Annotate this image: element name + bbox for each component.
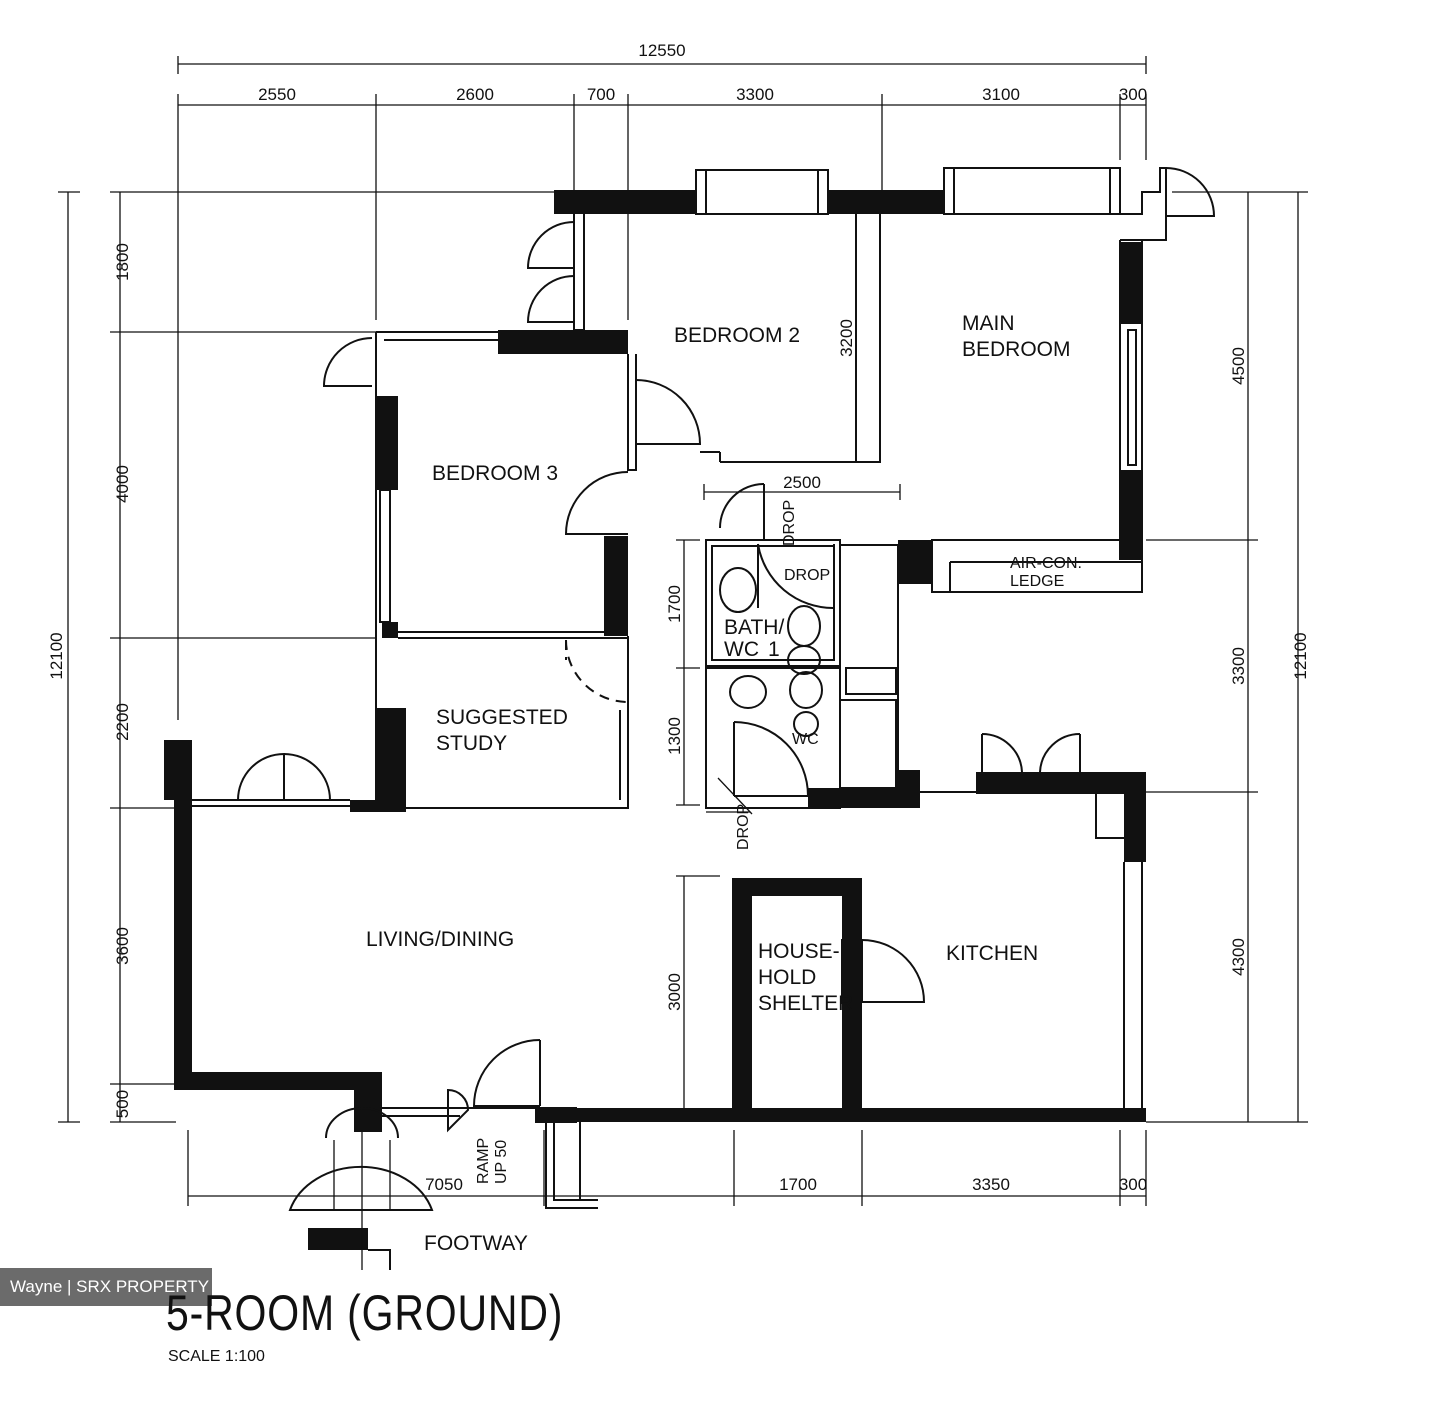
label-shelter-2: HOLD: [758, 966, 816, 989]
sanitary-fixtures: [706, 567, 823, 815]
doors: [237, 167, 1216, 1270]
dim-top-6: 300: [1119, 85, 1147, 104]
dim-top-5: 3100: [982, 85, 1020, 104]
plan-scale: SCALE 1:100: [168, 1348, 265, 1365]
dim-top-4: 3300: [736, 85, 774, 104]
right-dimension-lines: [1146, 191, 1308, 1123]
dim-left-5: 500: [113, 1090, 132, 1118]
plan-title: 5-ROOM (GROUND): [166, 1285, 564, 1341]
label-shelter-1: HOUSE-: [758, 940, 840, 963]
dim-top-total: 12550: [638, 41, 685, 60]
label-living-dining: LIVING/DINING: [366, 928, 514, 951]
dim-bottom-3: 3350: [972, 1175, 1010, 1194]
label-wc: WC: [792, 731, 819, 748]
dim-left-total: 12100: [47, 632, 66, 679]
label-ramp: RAMP: [475, 1138, 492, 1184]
dim-left-1: 1800: [113, 243, 132, 281]
label-shelter-3: SHELTER: [758, 992, 853, 1015]
dim-right-1: 4500: [1229, 347, 1248, 385]
label-footway: FOOTWAY: [424, 1232, 528, 1255]
label-bath-wc: WC: [724, 638, 759, 661]
label-aircon-2: LEDGE: [1010, 573, 1064, 590]
left-dimension-lines: [58, 191, 560, 1123]
dim-bottom-2: 1700: [779, 1175, 817, 1194]
dim-left-2: 4000: [113, 465, 132, 503]
label-study: STUDY: [436, 732, 507, 755]
label-aircon-1: AIR-CON.: [1010, 555, 1082, 572]
dim-right-total: 12100: [1291, 632, 1310, 679]
label-bedroom-2: BEDROOM 2: [674, 324, 800, 347]
dimension-labels: 12550 2550 2600 700 3300 3100 300 12100 …: [47, 41, 1310, 1194]
room-labels: BEDROOM 2 MAIN BEDROOM BEDROOM 3 SUGGEST…: [366, 312, 1082, 1255]
inner-dimension-lines: [676, 484, 901, 1108]
dim-shelter-depth: 3000: [665, 973, 684, 1011]
dim-bedroom2-depth: 3200: [837, 319, 856, 357]
dim-left-3: 2200: [113, 703, 132, 741]
label-drop-3: DROP: [735, 804, 752, 850]
label-bedroom-3: BEDROOM 3: [432, 462, 558, 485]
dim-right-2: 3300: [1229, 647, 1248, 685]
dim-top-3: 700: [587, 85, 615, 104]
label-bath: BATH/: [724, 616, 784, 639]
label-main-bedroom-2: BEDROOM: [962, 338, 1071, 361]
dim-top-2: 2600: [456, 85, 494, 104]
dim-bath-width: 2500: [783, 473, 821, 492]
label-ramp-value: UP 50: [493, 1140, 510, 1184]
walls: [164, 190, 1146, 1250]
dim-right-3: 4300: [1229, 938, 1248, 976]
label-drop-2: DROP: [781, 500, 798, 546]
dim-top-1: 2550: [258, 85, 296, 104]
dim-left-4: 3600: [113, 927, 132, 965]
top-dimension-lines: [177, 56, 1147, 720]
thin-walls: [192, 167, 1167, 1270]
label-main-bedroom-1: MAIN: [962, 312, 1015, 335]
bottom-dimension-lines: [187, 1130, 1147, 1206]
watermark: Wayne | SRX PROPERTY: [0, 1268, 212, 1306]
label-bath-number: 1: [768, 638, 780, 661]
dim-bath-depth: 1700: [665, 585, 684, 623]
dim-wc-depth: 1300: [665, 717, 684, 755]
label-suggested: SUGGESTED: [436, 706, 568, 729]
dim-bottom-4: 300: [1119, 1175, 1147, 1194]
label-drop-1: DROP: [784, 567, 830, 584]
label-kitchen: KITCHEN: [946, 942, 1038, 965]
dim-bottom-1: 7050: [425, 1175, 463, 1194]
